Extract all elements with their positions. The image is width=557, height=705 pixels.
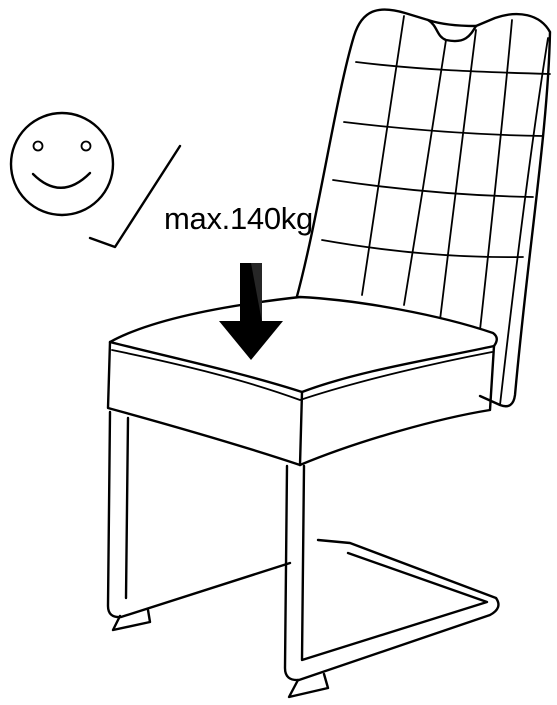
smiley-face-icon	[9, 111, 115, 217]
max-load-label: max.140kg	[164, 201, 313, 236]
down-arrow-icon	[219, 263, 283, 360]
chair-backrest	[294, 8, 552, 408]
chair-seat	[106, 295, 498, 467]
check-mark-icon	[88, 144, 182, 249]
chair-frame	[106, 410, 500, 699]
